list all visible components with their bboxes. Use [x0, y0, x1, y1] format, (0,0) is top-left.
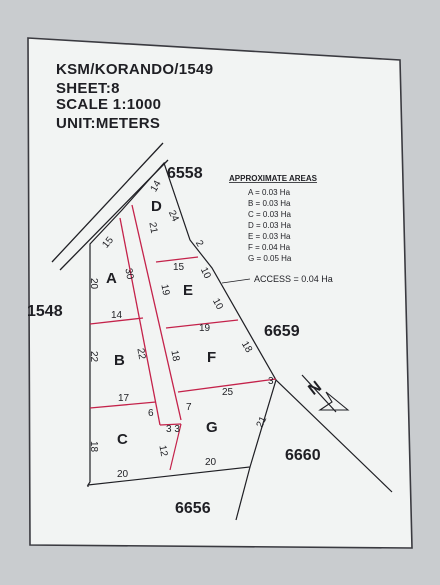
boundary-south-ext	[235, 466, 251, 521]
parcel-b-label: B	[114, 352, 125, 369]
dim-12: 12	[156, 444, 169, 457]
access-area: ACCESS = 0.04 Ha	[254, 274, 333, 284]
parcel-f-label: F	[207, 349, 216, 366]
adjacent-6558: 6558	[167, 165, 203, 182]
dim-18-c: 18	[88, 441, 99, 453]
areas-title: APPROXIMATE AREAS	[229, 174, 318, 183]
adjacent-6660: 6660	[285, 447, 321, 464]
dim-22-b: 22	[88, 351, 99, 363]
header-scale: SCALE 1:1000	[56, 96, 161, 113]
adjacent-6656: 6656	[175, 500, 211, 517]
area-e: E = 0.03 Ha	[248, 232, 291, 241]
dim-6: 6	[148, 408, 154, 419]
access-leader	[221, 278, 251, 284]
dim-3-east: 3	[268, 376, 274, 387]
dim-7: 7	[186, 402, 192, 413]
dim-10-east: 10	[210, 297, 225, 312]
adjacent-1548: 1548	[27, 303, 63, 320]
area-a: A = 0.03 Ha	[248, 188, 291, 197]
dim-20-g: 20	[205, 457, 217, 468]
dim-21-access: 21	[146, 221, 159, 234]
parcel-c-label: C	[117, 431, 128, 448]
area-g: G = 0.05 Ha	[248, 254, 292, 263]
area-d: D = 0.03 Ha	[248, 221, 291, 230]
dim-20-a: 20	[88, 278, 99, 290]
area-b: B = 0.03 Ha	[248, 199, 291, 208]
parcel-e-label: E	[183, 282, 193, 299]
header-reference: KSM/KORANDO/1549	[56, 61, 213, 78]
outer-boundary	[86, 161, 277, 486]
dim-20-c: 20	[117, 469, 129, 480]
area-c: C = 0.03 Ha	[248, 210, 291, 219]
paper-border	[27, 37, 413, 549]
dim-14-road: 14	[149, 178, 164, 194]
parcel-g-label: G	[206, 419, 218, 436]
dim-2: 2	[193, 239, 206, 250]
access-right-edge	[131, 204, 182, 421]
line-a-b	[89, 317, 144, 325]
road-edge-left	[51, 142, 164, 263]
dim-10-top: 10	[198, 266, 213, 281]
line-g-west	[169, 423, 182, 471]
dim-15-e: 15	[173, 262, 185, 273]
dim-24: 24	[166, 209, 181, 224]
dim-3-3: 3 3	[166, 424, 180, 435]
header-sheet: SHEET:8	[56, 80, 120, 97]
access-end	[159, 423, 182, 426]
dim-19-access: 19	[158, 283, 171, 296]
area-f: F = 0.04 Ha	[248, 243, 291, 252]
dim-22-access: 22	[134, 347, 147, 360]
parcel-a-label: A	[106, 270, 117, 287]
line-f-g	[177, 378, 277, 393]
adjacent-6659: 6659	[264, 323, 300, 340]
dim-18-east: 18	[239, 340, 254, 356]
dim-18-access: 18	[168, 349, 181, 362]
access-left-edge	[119, 217, 161, 426]
dim-14-a: 14	[111, 310, 123, 321]
line-b-c	[89, 401, 157, 409]
parcel-d-label: D	[151, 198, 162, 215]
dim-21-g: 21	[255, 414, 270, 429]
boundary-east-ext	[275, 379, 393, 493]
dim-19-f: 19	[199, 323, 211, 334]
dim-30: 30	[122, 267, 135, 280]
header-unit: UNIT:METERS	[56, 115, 160, 132]
dim-17: 17	[118, 393, 130, 404]
line-d-e	[155, 256, 199, 263]
line-e-f	[165, 319, 239, 329]
dim-25: 25	[222, 387, 234, 398]
